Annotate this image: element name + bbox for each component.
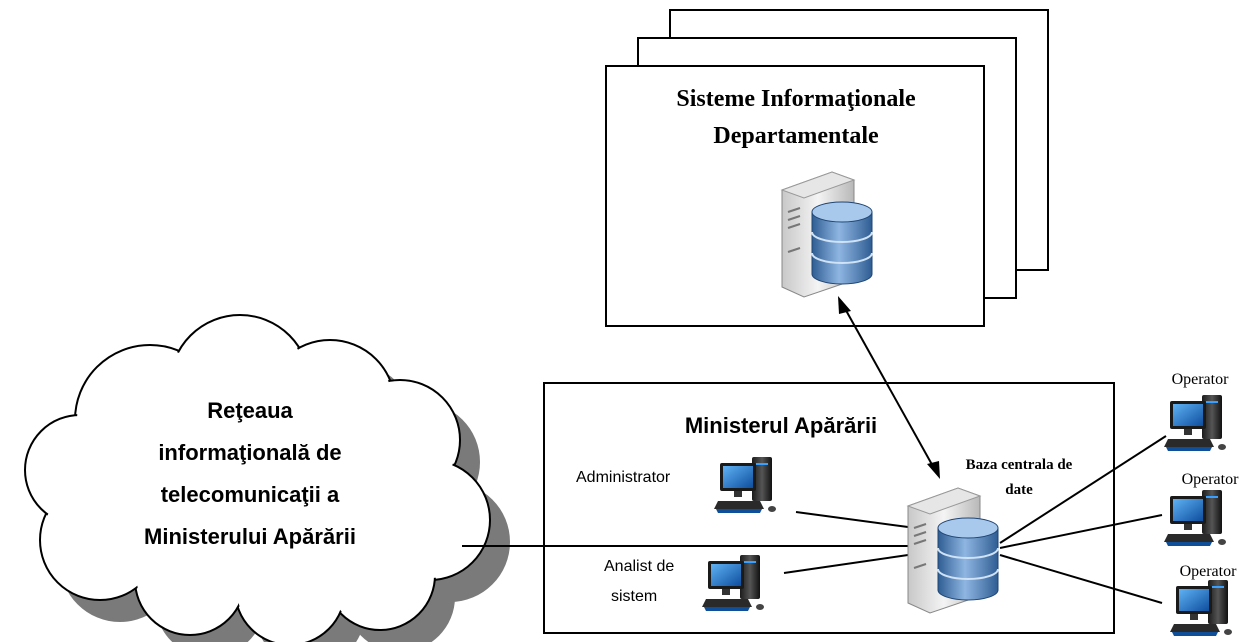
- analyst-label-line1: Analist de: [604, 558, 674, 575]
- central-db-label-line1: Baza centrala de: [966, 457, 1073, 473]
- operator-2-computer-icon: [1164, 490, 1226, 546]
- cloud-text-line1: Reţeaua: [207, 398, 293, 423]
- cloud-text-line2: informaţională de: [158, 440, 341, 465]
- operator-1-link: [999, 435, 1167, 544]
- connections: [462, 304, 1167, 604]
- central-db-label-line2: date: [1005, 482, 1033, 498]
- operator-3-link: [999, 554, 1163, 604]
- analyst-link: [783, 554, 909, 574]
- operator-2-label: Operator: [1182, 471, 1240, 488]
- operator-2-link: [999, 514, 1163, 549]
- cloud-fill: [27, 317, 488, 642]
- operator-3-label: Operator: [1180, 563, 1238, 580]
- departmental-title-line1: Sisteme Informaţionale: [676, 86, 916, 112]
- arrow-head-down: [927, 461, 940, 479]
- bidirectional-arrow-line: [842, 304, 936, 471]
- arrow-head-up: [838, 296, 851, 314]
- operator-3-computer-icon: [1170, 580, 1232, 636]
- analyst-label-line2: sistem: [611, 588, 657, 605]
- administrator-label: Administrator: [576, 469, 671, 486]
- administrator-link: [795, 511, 909, 528]
- ministry-box: [543, 382, 1115, 634]
- telecom-network-cloud: Reţeaua informaţională de telecomunicaţi…: [24, 314, 510, 642]
- departmental-title-line2: Departamentale: [713, 123, 879, 149]
- cloud-text-line3: telecomunicaţii a: [161, 482, 340, 507]
- operator-1-computer-icon: [1164, 395, 1226, 451]
- operator-1-label: Operator: [1172, 371, 1230, 388]
- ministry-title: Ministerul Apărării: [685, 413, 877, 438]
- ministry-box-group: Ministerul Apărării Administrator Analis…: [543, 382, 1115, 634]
- cloud-text-line4: Ministerului Apărării: [144, 524, 356, 549]
- departmental-systems-stack: Sisteme Informaţionale Departamentale: [605, 9, 1049, 327]
